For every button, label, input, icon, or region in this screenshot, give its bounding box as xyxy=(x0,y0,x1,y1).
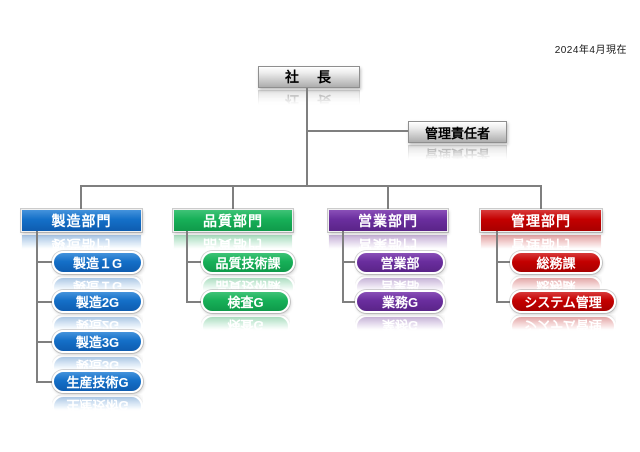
connector-drop-admin xyxy=(540,185,542,210)
unit-node-manufacturing-3g: 製造3G xyxy=(52,330,143,353)
dept-node-manufacturing: 製造部門 xyxy=(21,209,142,232)
dept-node-admin: 管理部門 xyxy=(480,209,602,232)
connector-stub-quality-2 xyxy=(186,301,201,303)
connector-branch-admin-vertical xyxy=(496,231,498,302)
connector-drop-quality xyxy=(232,185,234,210)
unit-node-operations: 業務G xyxy=(355,290,445,313)
connector-stub-manufacturing-2 xyxy=(36,301,52,303)
connector-stub-manufacturing-1 xyxy=(36,261,52,263)
unit-node-quality-engineering: 品質技術課 xyxy=(201,251,295,274)
as-of-date: 2024年4月現在 xyxy=(554,45,627,56)
connector-stub-sales-1 xyxy=(342,261,355,263)
connector-stub-manufacturing-4 xyxy=(36,381,52,383)
unit-node-system-management: システム管理 xyxy=(510,290,616,313)
connector-branch-sales-vertical xyxy=(342,231,344,302)
president-node: 社 長 xyxy=(258,66,360,88)
connector-stub-quality-1 xyxy=(186,261,201,263)
connector-drop-sales xyxy=(387,185,389,210)
unit-node-production-engineering: 生産技術G xyxy=(52,370,143,393)
connector-branch-quality-vertical xyxy=(186,231,188,302)
connector-main-horizontal xyxy=(80,185,542,187)
connector-stub-sales-2 xyxy=(342,301,355,303)
connector-staff-horizontal xyxy=(306,130,408,132)
management-representative-node: 管理責任者 xyxy=(408,121,507,143)
unit-node-sales-dept: 営業部 xyxy=(355,251,445,274)
connector-stub-admin-1 xyxy=(496,261,510,263)
dept-node-sales: 営業部門 xyxy=(328,209,448,232)
connector-stub-admin-2 xyxy=(496,301,510,303)
unit-node-manufacturing-2g: 製造2G xyxy=(52,290,143,313)
connector-drop-manufacturing xyxy=(80,185,82,210)
dept-node-quality: 品質部門 xyxy=(173,209,293,232)
connector-trunk-vertical xyxy=(306,88,308,186)
connector-branch-manufacturing-vertical xyxy=(36,231,38,382)
connector-stub-manufacturing-3 xyxy=(36,341,52,343)
unit-node-manufacturing-1g: 製造１G xyxy=(52,251,143,274)
unit-node-general-affairs: 総務課 xyxy=(510,251,602,274)
unit-node-inspection: 検査G xyxy=(201,290,290,313)
